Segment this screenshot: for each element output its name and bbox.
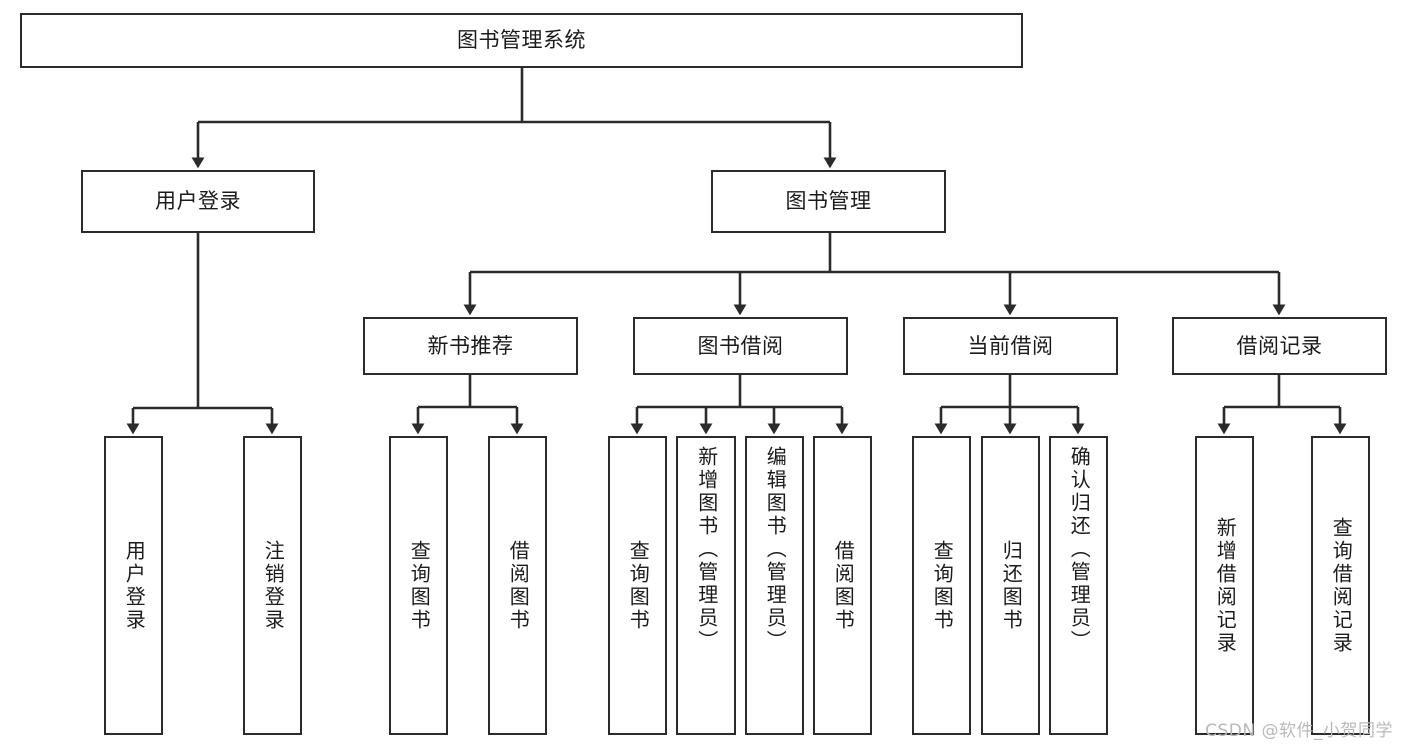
node-leaf-record-add[interactable]: 新增借阅记录: [1195, 436, 1254, 735]
node-leaf-borrow-query[interactable]: 查询图书: [608, 436, 667, 735]
csdn-watermark: CSDN @软件_小贺同学: [1205, 721, 1393, 741]
node-leaf-borrow-add[interactable]: 新增图书（管理员）: [676, 436, 736, 735]
node-book-manage-label: 图书管理: [785, 189, 872, 214]
node-borrow-record-label: 借阅记录: [1236, 333, 1323, 358]
node-leaf-borrow-lend-label: 借阅图书: [831, 539, 856, 632]
node-leaf-borrow-edit[interactable]: 编辑图书（管理员）: [745, 436, 804, 735]
node-leaf-rec-borrow[interactable]: 借阅图书: [488, 436, 547, 735]
node-new-book-rec-label: 新书推荐: [427, 333, 514, 358]
node-leaf-rec-query[interactable]: 查询图书: [389, 436, 448, 735]
node-leaf-user-logout[interactable]: 注销登录: [243, 436, 302, 735]
node-leaf-rec-query-label: 查询图书: [407, 539, 432, 632]
node-new-book-rec[interactable]: 新书推荐: [363, 317, 578, 375]
node-book-borrow[interactable]: 图书借阅: [633, 317, 848, 375]
node-leaf-borrow-add-label: 新增图书（管理员）: [694, 446, 719, 653]
node-leaf-user-login-label: 用户登录: [122, 539, 147, 632]
node-leaf-borrow-lend[interactable]: 借阅图书: [813, 436, 872, 735]
node-book-manage[interactable]: 图书管理: [711, 170, 946, 233]
node-user-login-label: 用户登录: [155, 189, 241, 214]
node-book-borrow-label: 图书借阅: [697, 333, 784, 358]
node-leaf-rec-borrow-label: 借阅图书: [506, 539, 531, 632]
node-leaf-record-query[interactable]: 查询借阅记录: [1311, 436, 1370, 735]
node-leaf-borrow-edit-label: 编辑图书（管理员）: [763, 446, 788, 653]
node-leaf-current-query-label: 查询图书: [930, 539, 955, 632]
node-leaf-borrow-query-label: 查询图书: [626, 539, 651, 632]
node-user-login[interactable]: 用户登录: [81, 170, 315, 233]
node-leaf-user-login[interactable]: 用户登录: [104, 436, 163, 735]
node-leaf-current-return-label: 归还图书: [999, 539, 1024, 632]
node-leaf-current-confirm-label: 确认归还（管理员）: [1067, 446, 1092, 653]
node-leaf-current-return[interactable]: 归还图书: [981, 436, 1040, 735]
node-leaf-current-query[interactable]: 查询图书: [912, 436, 971, 735]
node-leaf-user-logout-label: 注销登录: [261, 539, 286, 632]
node-leaf-record-add-label: 新增借阅记录: [1213, 516, 1238, 655]
node-leaf-record-query-label: 查询借阅记录: [1329, 516, 1354, 655]
node-current-borrow[interactable]: 当前借阅: [903, 317, 1118, 375]
node-root-label: 图书管理系统: [457, 28, 586, 53]
node-root[interactable]: 图书管理系统: [20, 13, 1023, 68]
node-borrow-record[interactable]: 借阅记录: [1172, 317, 1387, 375]
node-leaf-current-confirm[interactable]: 确认归还（管理员）: [1049, 436, 1108, 735]
node-current-borrow-label: 当前借阅: [967, 333, 1054, 358]
